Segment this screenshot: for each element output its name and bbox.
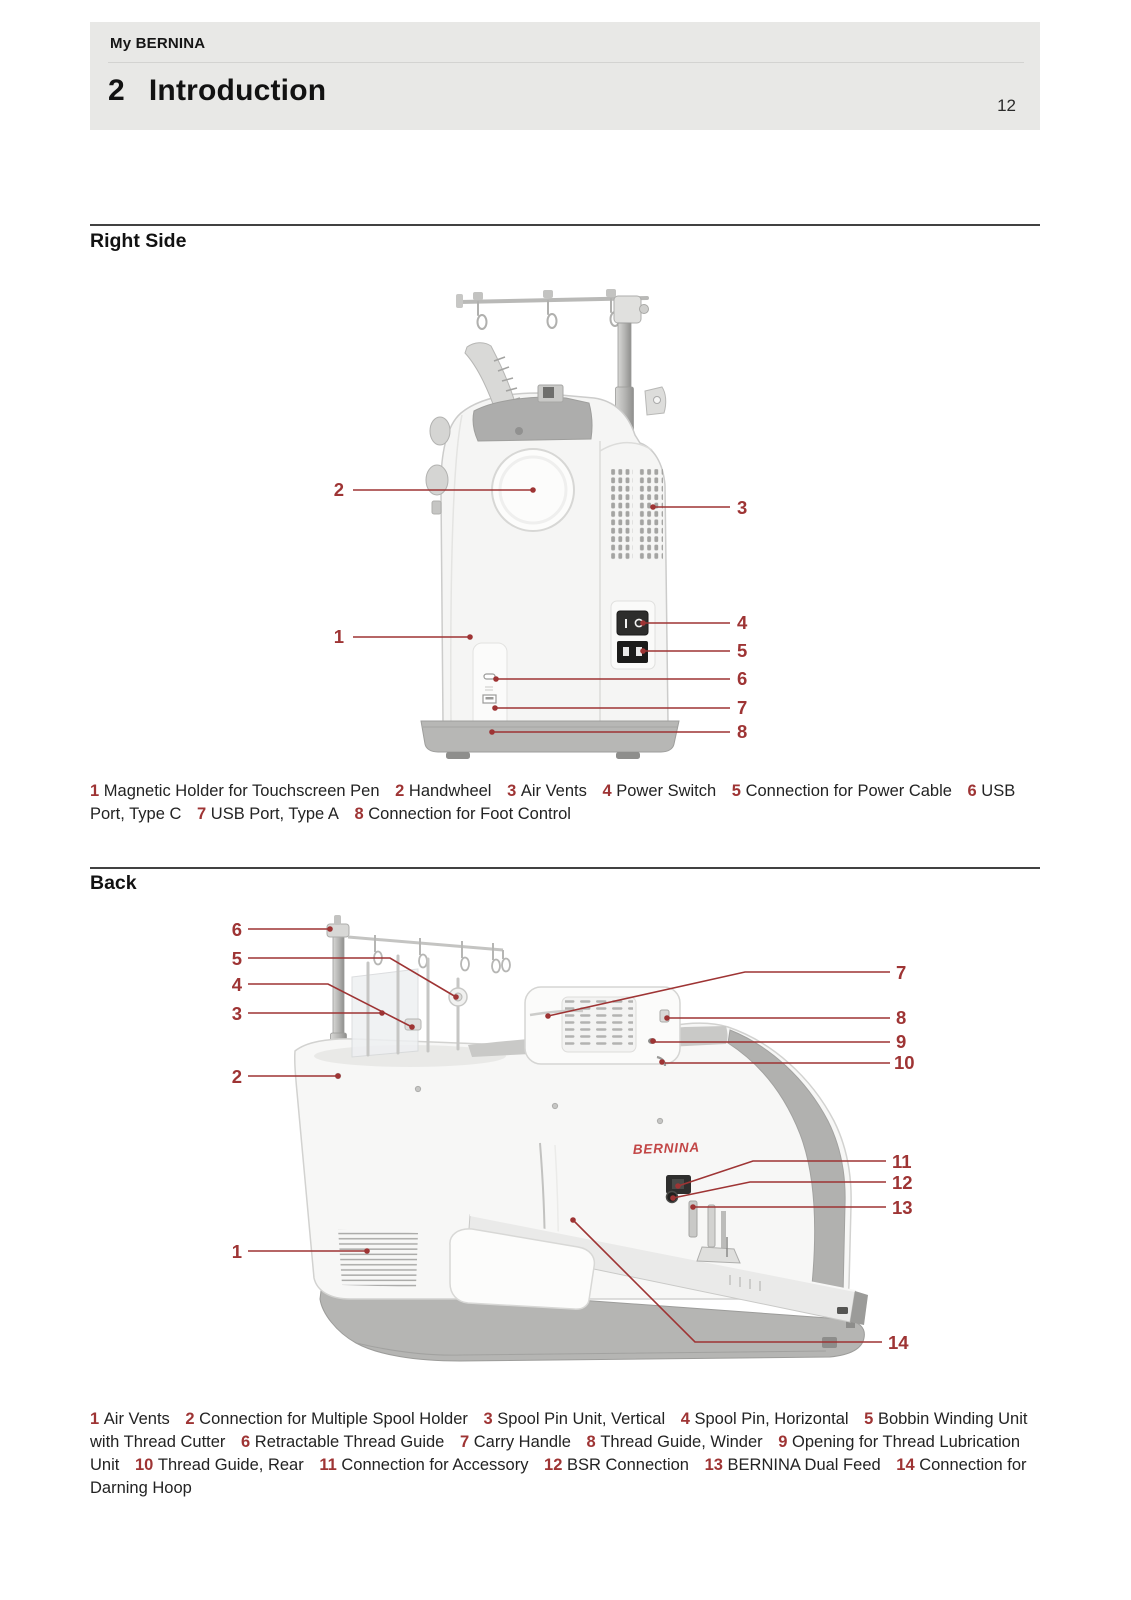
- svg-text:12: 12: [892, 1172, 913, 1193]
- legend-back: 1 Air Vents 2 Connection for Multiple Sp…: [90, 1408, 1040, 1500]
- callout-8: 8: [489, 721, 747, 742]
- legend-item: 7 Carry Handle: [459, 1433, 571, 1451]
- adjustment-knob: [425, 464, 449, 496]
- callout-5: 5: [232, 948, 459, 1000]
- callout-3: 3: [650, 497, 747, 518]
- dual-feed-bar: [688, 1200, 698, 1238]
- legend-item: 8 Thread Guide, Winder: [586, 1433, 763, 1451]
- svg-text:5: 5: [737, 640, 747, 661]
- callout-6: 6: [232, 919, 333, 940]
- svg-text:7: 7: [737, 697, 747, 718]
- callout-9: 9: [650, 1031, 906, 1052]
- usb-a-port: [482, 694, 497, 704]
- callout-7: 7: [545, 962, 906, 1019]
- chapter-title-text: Introduction: [148, 74, 327, 107]
- callout-12: 12: [670, 1172, 913, 1201]
- legend-item: 8 Connection for Foot Control: [354, 805, 571, 823]
- legend-item: 2 Handwheel: [395, 782, 492, 800]
- brand-label: My BERNINA: [110, 35, 206, 52]
- section-heading-right-side: Right Side: [90, 230, 187, 252]
- svg-text:6: 6: [232, 919, 242, 940]
- svg-text:10: 10: [894, 1052, 915, 1073]
- machine-right-side-illustration: 2 3 1 4 5 6 7 8: [334, 289, 748, 759]
- extension-bumper: [449, 1228, 596, 1310]
- legend-item: 5 Bobbin Winding Unit with Thread Cutter: [90, 1410, 1028, 1451]
- svg-text:3: 3: [737, 497, 747, 518]
- legend-item: 4 Power Switch: [602, 782, 717, 800]
- carry-handle-cover: [524, 986, 681, 1065]
- callout-14: 14: [570, 1217, 909, 1353]
- svg-text:8: 8: [737, 721, 747, 742]
- air-vents: [338, 1229, 418, 1287]
- legend-item: 10 Thread Guide, Rear: [134, 1456, 304, 1474]
- legend-item: 7 USB Port, Type A: [197, 805, 339, 823]
- legend-item: 14 Connection for Darning Hoop: [90, 1456, 1027, 1497]
- figure-back: BERNINA: [210, 893, 920, 1383]
- legend-item: 4 Spool Pin, Horizontal: [680, 1410, 849, 1428]
- callout-5: 5: [640, 640, 747, 661]
- air-vents: [611, 469, 663, 561]
- callout-1: 1: [334, 626, 473, 647]
- callout-2: 2: [232, 1066, 341, 1087]
- svg-text:2: 2: [334, 479, 344, 500]
- svg-text:4: 4: [232, 974, 243, 995]
- callout-2: 2: [334, 479, 536, 500]
- svg-text:5: 5: [232, 948, 242, 969]
- svg-text:13: 13: [892, 1197, 913, 1218]
- legend-item: 12 BSR Connection: [544, 1456, 689, 1474]
- legend-right-side: 1 Magnetic Holder for Touchscreen Pen 2 …: [90, 780, 1040, 826]
- svg-text:9: 9: [896, 1031, 906, 1052]
- svg-text:2: 2: [232, 1066, 242, 1087]
- callout-11: 11: [675, 1151, 912, 1189]
- callout-6: 6: [493, 668, 747, 689]
- adjustment-knob: [429, 416, 451, 446]
- callout-7: 7: [492, 697, 747, 718]
- callout-8: 8: [664, 1007, 906, 1028]
- legend-item: 2 Connection for Multiple Spool Holder: [185, 1410, 468, 1428]
- svg-text:1: 1: [232, 1241, 242, 1262]
- bernina-logo: BERNINA: [633, 1140, 701, 1157]
- svg-text:4: 4: [737, 612, 748, 633]
- legend-item: 3 Air Vents: [507, 782, 587, 800]
- svg-text:7: 7: [896, 962, 906, 983]
- chapter-title: 2 Introduction: [108, 74, 326, 108]
- header-divider: [108, 62, 1024, 63]
- callout-10: 10: [659, 1052, 915, 1073]
- legend-item: 13 BERNINA Dual Feed: [704, 1456, 881, 1474]
- legend-item: 5 Connection for Power Cable: [731, 782, 952, 800]
- power-cable-socket: [617, 641, 648, 663]
- callout-13: 13: [690, 1197, 913, 1218]
- machine-back-illustration: BERNINA: [232, 915, 915, 1362]
- legend-item: 3 Spool Pin Unit, Vertical: [483, 1410, 666, 1428]
- section-rule: [90, 224, 1040, 226]
- section-rule: [90, 867, 1040, 869]
- figure-right-side: 2 3 1 4 5 6 7 8: [300, 283, 760, 765]
- svg-text:14: 14: [888, 1332, 909, 1353]
- svg-text:3: 3: [232, 1003, 242, 1024]
- svg-text:1: 1: [334, 626, 344, 647]
- legend-item: 1 Magnetic Holder for Touchscreen Pen: [90, 782, 380, 800]
- spool-pin-unit: [351, 954, 468, 1058]
- chapter-number: 2: [108, 74, 125, 107]
- callout-3: 3: [232, 1003, 385, 1024]
- svg-text:11: 11: [892, 1151, 912, 1172]
- machine-base: [420, 720, 680, 759]
- section-heading-back: Back: [90, 872, 137, 894]
- legend-item: 9 Opening for Thread Lubrication Unit: [90, 1433, 1021, 1474]
- callouts: 2 3 1 4 5 6 7 8: [334, 479, 748, 742]
- svg-text:8: 8: [896, 1007, 906, 1028]
- callouts: 6 5 4 3 2 1 7 8 9 10 11 12 13 14: [232, 919, 915, 1353]
- legend-item: 11 Connection for Accessory: [319, 1456, 529, 1474]
- legend-item: 1 Air Vents: [90, 1410, 170, 1428]
- chapter-header: My BERNINA 2 Introduction 12: [90, 22, 1040, 130]
- legend-item: 6 USB Port, Type C: [90, 782, 1016, 823]
- presser-foot-assembly: [696, 1204, 741, 1264]
- callout-1: 1: [232, 1241, 370, 1262]
- legend-item: 6 Retractable Thread Guide: [241, 1433, 445, 1451]
- callout-4: 4: [640, 612, 748, 633]
- svg-text:6: 6: [737, 668, 747, 689]
- page-number: 12: [997, 96, 1016, 115]
